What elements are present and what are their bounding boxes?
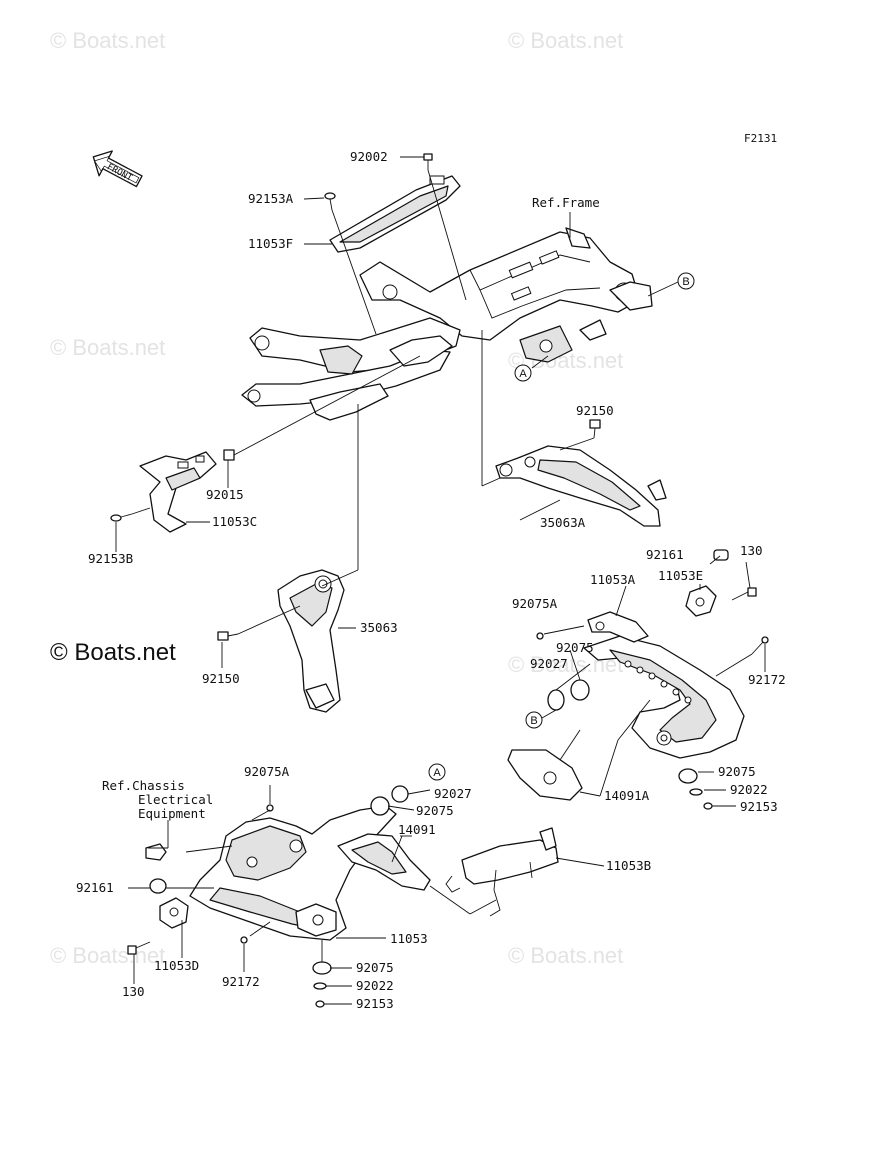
callout-b-frame [677, 272, 695, 290]
callout-a-text: A [519, 368, 527, 380]
callout-a-text: A [433, 767, 441, 779]
callout-a-frame [514, 364, 532, 382]
part-label: 92027 [530, 656, 568, 671]
callout-circles: B A B A [428, 272, 695, 781]
callout-b-right [525, 711, 543, 729]
part-label: 92027 [434, 786, 472, 801]
part-label: 11053E [658, 568, 703, 583]
bracket-35063 [277, 569, 345, 713]
part-label: 130 [740, 543, 763, 558]
callout-a-left [428, 763, 446, 781]
part-label: 35063 [360, 620, 398, 635]
part-label: 92022 [730, 782, 768, 797]
part-label: 92075 [556, 640, 594, 655]
part-label: 92153 [740, 799, 778, 814]
ref-frame-label: Ref.Frame [532, 195, 600, 210]
leader-lines [115, 156, 766, 1005]
watermark: © Boats.net [50, 28, 165, 53]
part-label: 92150 [202, 671, 240, 686]
fender-11053 [159, 805, 559, 941]
bracket-11053C [139, 451, 217, 533]
part-label: 92075 [718, 764, 756, 779]
part-labels: 92002 92153A 11053F 92150 92015 11053C 9… [76, 149, 786, 1011]
watermark: © Boats.net [50, 943, 165, 968]
part-label: 92161 [76, 880, 114, 895]
part-label: 92153B [88, 551, 133, 566]
part-label: 14091A [604, 788, 650, 803]
figure-code: F2131 [744, 132, 777, 145]
part-label: 92172 [222, 974, 260, 989]
watermark-dark: © Boats.net [50, 639, 176, 666]
part-label: 92015 [206, 487, 244, 502]
rear-frame: Ref.Frame [241, 195, 653, 421]
part-label: 92002 [350, 149, 388, 164]
watermark: © Boats.net [508, 28, 623, 53]
watermark: © Boats.net [50, 335, 165, 360]
callout-b-text: B [530, 715, 537, 727]
part-label: 92172 [748, 672, 786, 687]
part-label: 130 [122, 984, 145, 999]
part-label: 92153 [356, 996, 394, 1011]
part-label: 11053C [212, 514, 257, 529]
part-label: 92022 [356, 978, 394, 993]
ref-chassis-line3: Equipment [138, 806, 206, 821]
bracket-11053F [329, 175, 461, 253]
watermark: © Boats.net [508, 943, 623, 968]
part-label: 92153A [248, 191, 294, 206]
part-label: 35063A [540, 515, 586, 530]
part-label: 92075 [356, 960, 394, 975]
part-label: 92075A [244, 764, 290, 779]
fender-14091A [507, 585, 745, 801]
bracket-35063A [495, 445, 667, 527]
part-label: 92161 [646, 547, 684, 562]
part-label: 92075 [416, 803, 454, 818]
part-label: 11053 [390, 931, 428, 946]
ref-chassis-line2: Electrical [138, 792, 213, 807]
part-label: 11053B [606, 858, 651, 873]
part-label: 14091 [398, 822, 436, 837]
front-arrow-icon: FRONT [92, 150, 143, 188]
part-label: 92150 [576, 403, 614, 418]
ref-chassis-line1: Ref.Chassis [102, 778, 185, 793]
part-label: 11053F [248, 236, 293, 251]
callout-b-text: B [682, 276, 689, 288]
part-label: 11053A [590, 572, 636, 587]
part-label: 92075A [512, 596, 558, 611]
part-label: 11053D [154, 958, 199, 973]
